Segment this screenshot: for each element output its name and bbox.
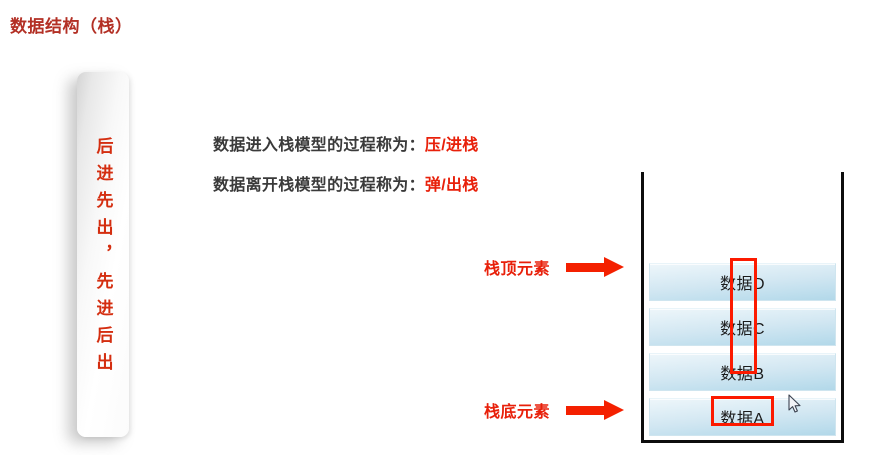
lifo-banner: 后进先出，先进后出	[77, 72, 129, 437]
page-title: 数据结构（栈）	[10, 17, 133, 36]
statement-pop-accent: 弹/出栈	[424, 177, 479, 194]
right-arrow-icon	[566, 400, 626, 420]
arrow-shaft	[566, 263, 607, 272]
statement-pop: 数据离开栈模型的过程称为：弹/出栈	[213, 171, 479, 195]
arrow-shaft	[566, 406, 607, 415]
statement-push-accent: 压/进栈	[424, 137, 479, 154]
annotation-stack-bottom-label: 栈底元素	[484, 404, 551, 421]
stack-block: 数据C	[649, 308, 836, 346]
stack-block: 数据A	[649, 398, 836, 436]
highlight-rectangle-bottom-element	[711, 396, 774, 426]
arrow-head	[604, 400, 625, 420]
highlight-rectangle-column	[730, 258, 757, 374]
stack-block: 数据D	[649, 263, 836, 301]
statement-push: 数据进入栈模型的过程称为：压/进栈	[213, 131, 479, 155]
right-arrow-icon	[566, 257, 626, 277]
statement-pop-prefix: 数据离开栈模型的过程称为：	[213, 177, 425, 194]
annotation-stack-bottom: 栈底元素	[484, 398, 626, 422]
lifo-banner-text: 后进先出，先进后出	[93, 137, 113, 380]
mouse-pointer-icon	[788, 394, 801, 413]
arrow-head	[604, 257, 625, 277]
statement-push-prefix: 数据进入栈模型的过程称为：	[213, 137, 425, 154]
annotation-stack-top: 栈顶元素	[484, 255, 626, 279]
annotation-stack-top-label: 栈顶元素	[484, 261, 551, 278]
